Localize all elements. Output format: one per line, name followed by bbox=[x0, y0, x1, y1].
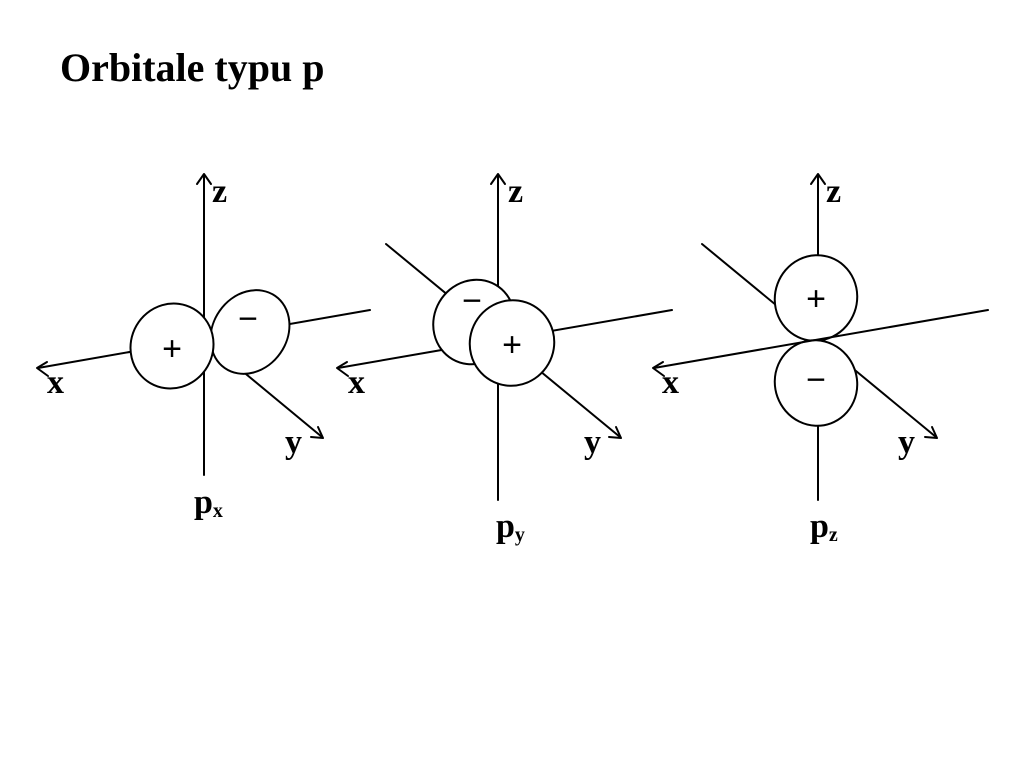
page-title: Orbitale typu p bbox=[60, 45, 325, 90]
pz-x-arrowhead bbox=[652, 361, 665, 377]
px-orbital-label: px bbox=[194, 484, 223, 522]
py-z-label: z bbox=[508, 173, 523, 210]
px-negative-lobe bbox=[209, 289, 291, 375]
px-y-label: y bbox=[285, 424, 302, 461]
py-orbital-subscript: y bbox=[515, 524, 525, 546]
px-orbital-subscript: x bbox=[213, 500, 223, 522]
px-orbital-symbol: p bbox=[194, 484, 213, 521]
py-z-arrowhead bbox=[490, 173, 506, 185]
px-y-arrowhead bbox=[310, 426, 324, 439]
pz-negative-sign: − bbox=[806, 361, 826, 399]
py-y-arrowhead bbox=[608, 426, 622, 439]
pz-orbital-subscript: z bbox=[829, 524, 838, 546]
pz-z-label: z bbox=[826, 173, 841, 210]
px-z-label: z bbox=[212, 173, 227, 210]
py-positive-sign: + bbox=[502, 326, 522, 364]
px-x-label: x bbox=[47, 364, 64, 401]
py-y-label: y bbox=[584, 424, 601, 461]
pz-y-label: y bbox=[898, 424, 915, 461]
pz-orbital-figure: + − z x y pz bbox=[652, 173, 989, 546]
pz-y-arrowhead bbox=[924, 426, 938, 439]
px-positive-lobe bbox=[129, 302, 215, 390]
px-positive-sign: + bbox=[162, 330, 182, 368]
pz-x-label: x bbox=[662, 364, 679, 401]
px-z-arrowhead bbox=[196, 173, 212, 185]
py-orbital-symbol: p bbox=[496, 508, 515, 545]
px-negative-sign: − bbox=[238, 300, 258, 338]
pz-x-axis bbox=[653, 309, 989, 369]
py-positive-lobe bbox=[468, 299, 556, 387]
py-orbital-label: py bbox=[496, 508, 525, 546]
pz-orbital-label: pz bbox=[810, 508, 838, 546]
px-orbital-figure: + − z x y px bbox=[36, 173, 371, 522]
px-x-arrowhead bbox=[36, 361, 49, 377]
py-x-label: x bbox=[348, 364, 365, 401]
pz-positive-lobe bbox=[773, 254, 859, 342]
py-x-arrowhead bbox=[336, 361, 349, 377]
pz-positive-sign: + bbox=[806, 280, 826, 318]
pz-z-arrowhead bbox=[810, 173, 826, 185]
pz-orbital-symbol: p bbox=[810, 508, 829, 545]
py-orbital-figure: + − z x y py bbox=[336, 173, 673, 546]
py-negative-sign: − bbox=[462, 282, 482, 320]
